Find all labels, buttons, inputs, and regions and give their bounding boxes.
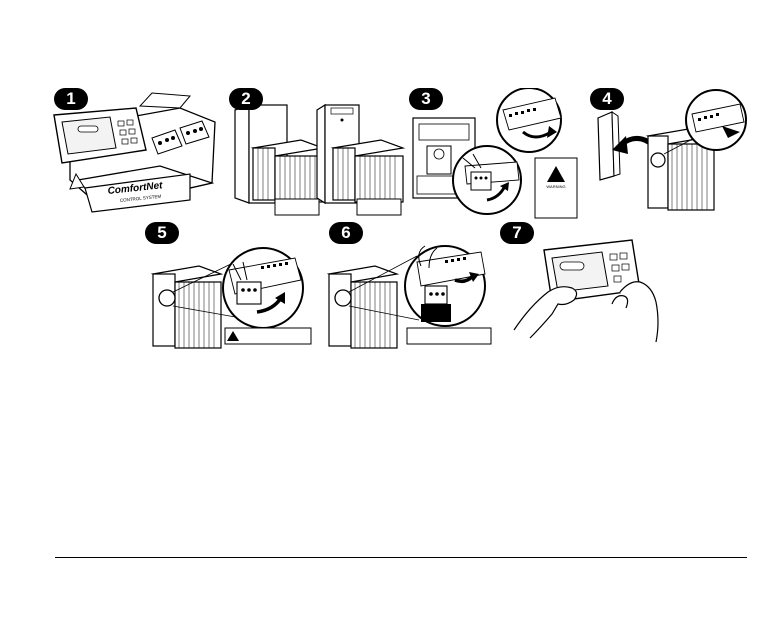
step-4-badge: 4 [590,88,624,110]
step-6-badge: 6 [329,222,363,244]
step-1-panel: 1 ComfortNet CONTROL SYSTEM [40,88,225,213]
label-box-left [275,199,319,215]
zoom-circle [223,248,303,328]
ac-unit-right [333,140,403,202]
step-2-badge: 2 [229,88,263,110]
zoom-circle [405,246,485,326]
warning-sticker-text: WARNING [546,184,565,189]
step-2-panel: 2 [225,88,410,218]
step-4-panel: 4 [590,88,750,218]
step-3-badge: 3 [409,88,443,110]
step-7-panel: 7 [500,222,675,350]
label-box-right [357,199,401,215]
zoom-circle [686,90,746,150]
ac-unit [153,266,221,348]
warning-sticker: WARNING [535,158,577,218]
warning-strip [225,328,311,344]
footer-divider-line [55,557,747,558]
zoom-circle-bottom [453,146,521,214]
ac-unit-left [253,140,323,202]
label-strip [407,328,491,344]
step-5-badge: 5 [145,222,179,244]
ac-unit [329,266,397,348]
step-1-badge: 1 [54,88,88,110]
step-7-badge: 7 [500,222,534,244]
step-5-panel: 5 [145,222,315,350]
step-3-panel: 3 [405,88,585,223]
zoom-circle-top [497,88,561,152]
step-6-panel: 6 [325,222,495,350]
